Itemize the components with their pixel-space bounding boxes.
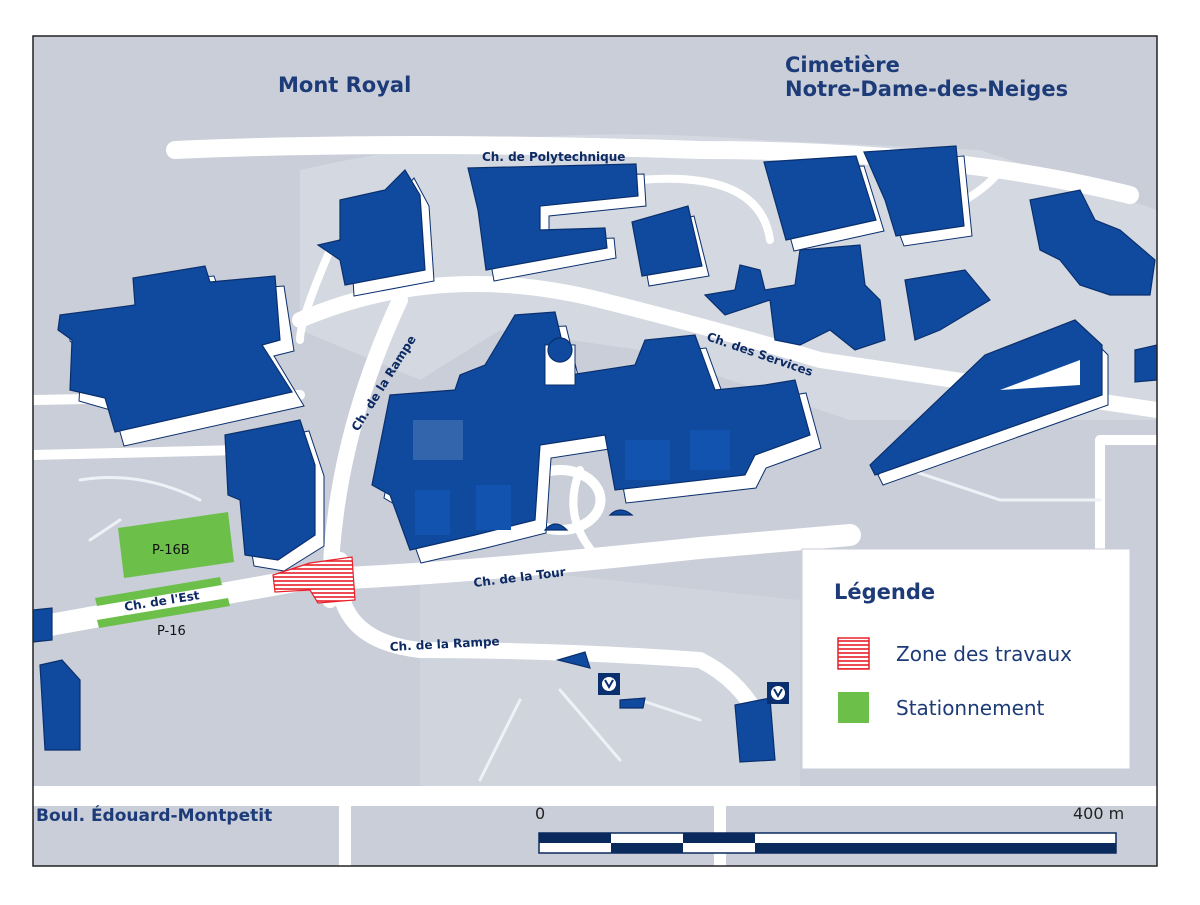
legend-item-parking: Stationnement [896, 696, 1045, 720]
street-label-boulevard: Boul. Édouard-Montpetit [36, 804, 272, 826]
scale-end-label: 400 m [1073, 804, 1124, 823]
parking-label-p16: P-16 [157, 624, 186, 639]
legend-item-works: Zone des travaux [896, 642, 1072, 666]
legend: Légende Zone des travaux Stationnement [801, 548, 1131, 770]
buildings [33, 145, 1157, 763]
area-label-notre-dame: Notre-Dame-des-Neiges [785, 77, 1068, 101]
area-label-cimetiere: Cimetière [785, 53, 900, 77]
metro-icon [767, 682, 789, 704]
street-label-rampe-south: Ch. de la Rampe [389, 634, 500, 654]
parking-areas [95, 512, 234, 628]
scale-bar: 0 400 m [535, 804, 1124, 854]
legend-swatch-works [837, 637, 870, 670]
legend-swatch-parking [838, 692, 869, 723]
works-zone [272, 556, 356, 604]
parking-label-p16b: P-16B [152, 543, 190, 558]
area-label-mont-royal: Mont Royal [278, 73, 411, 97]
metro-icon [598, 673, 620, 695]
legend-title: Légende [834, 580, 935, 604]
street-label-polytechnique: Ch. de Polytechnique [482, 150, 625, 164]
scale-start-label: 0 [535, 804, 545, 823]
map-frame [32, 35, 1158, 867]
